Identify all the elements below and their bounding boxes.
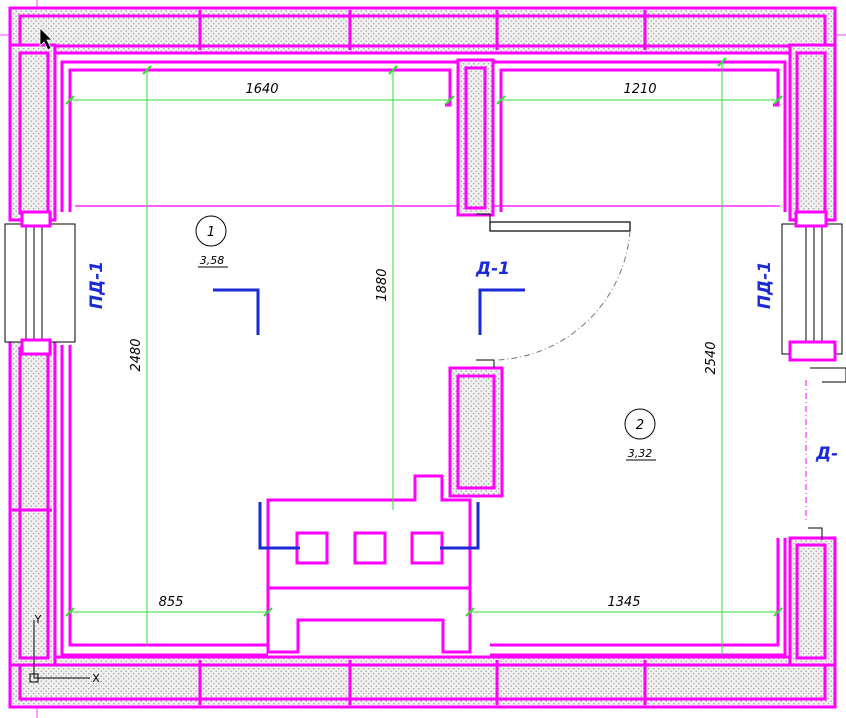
- dim-top-right: 1210: [623, 82, 656, 97]
- door-label-right: Д-: [815, 444, 838, 464]
- outer-walls: [8, 6, 837, 709]
- dim-middle-vertical: 1880: [375, 268, 390, 301]
- room-number: 1: [207, 225, 215, 240]
- room-marker-2: 2 3,32: [624, 408, 656, 461]
- ucs-icon: [29, 620, 90, 683]
- window-right: [781, 210, 843, 362]
- cursor-arrow-icon: [39, 27, 53, 51]
- stove-block: [266, 474, 472, 654]
- partition-wall-lower: [448, 366, 504, 498]
- door-label-center: Д-1: [475, 259, 510, 279]
- window-label-left: ПД-1: [87, 261, 107, 309]
- dimension-lines: [70, 62, 778, 655]
- room-number: 2: [636, 418, 644, 433]
- room-marker-1: 1 3,58: [195, 215, 228, 268]
- dim-top-left: 1640: [245, 82, 278, 97]
- door-right: [805, 367, 846, 540]
- window-left: [4, 210, 76, 356]
- section-markers: [213, 288, 525, 550]
- dimension-ticks: [65, 57, 783, 617]
- room-area: 3,32: [628, 447, 653, 460]
- partition-wall-upper: [456, 58, 495, 217]
- window-label-right: ПД-1: [755, 261, 775, 309]
- dim-bottom-right: 1345: [607, 595, 640, 610]
- dim-left-vertical: 2480: [129, 338, 144, 371]
- dim-bottom-left: 855: [159, 595, 184, 610]
- room-area: 3,58: [200, 254, 225, 267]
- dim-right-vertical: 2540: [704, 341, 719, 374]
- ucs-x-label: X: [92, 672, 100, 685]
- door-center: [476, 213, 631, 368]
- ucs-y-label: Y: [34, 613, 42, 626]
